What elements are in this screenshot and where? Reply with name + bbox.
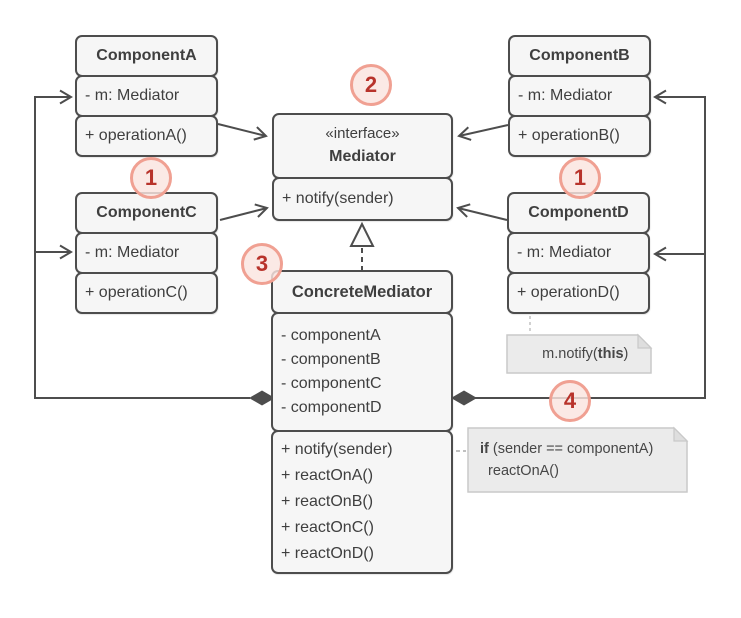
note-text-bold: if xyxy=(480,441,489,457)
method: + operationD() xyxy=(517,284,620,301)
interface-mediator-title: «interface» Mediator xyxy=(272,113,453,179)
method: + operationA() xyxy=(85,127,187,144)
class-componentb: ComponentB - m: Mediator + operationB() xyxy=(508,35,651,157)
attribute: - componentC xyxy=(281,375,382,392)
attribute: - m: Mediator xyxy=(85,87,180,104)
note-notify-shape xyxy=(506,334,652,374)
attribute: - m: Mediator xyxy=(518,87,613,104)
note-condition-fold-icon xyxy=(673,426,689,442)
class-componentb-title: ComponentB xyxy=(508,35,651,77)
method: + operationC() xyxy=(85,284,188,301)
class-name: ConcreteMediator xyxy=(291,282,433,301)
class-componentc-methods: + operationC() xyxy=(75,272,218,314)
badge-1-right-icon: 1 xyxy=(559,157,601,199)
badge-3-icon: 3 xyxy=(241,243,283,285)
badge-number: 2 xyxy=(364,72,378,97)
interface-mediator-methods: + notify(sender) xyxy=(272,177,453,221)
class-componentd-methods: + operationD() xyxy=(507,272,650,314)
badge-2-icon: 2 xyxy=(350,64,392,106)
class-componentd: ComponentD - m: Mediator + operationD() xyxy=(507,192,650,314)
note-text-part: ) xyxy=(623,346,629,362)
note-text-bold: this xyxy=(597,346,624,362)
note-text-part: (sender == componentA) xyxy=(488,441,654,457)
class-name: ComponentC xyxy=(96,204,197,221)
class-componenta-attributes: - m: Mediator xyxy=(75,75,218,117)
note-condition-shape xyxy=(467,427,688,493)
class-componenta: ComponentA - m: Mediator + operationA() xyxy=(75,35,218,157)
method: + reactOnB() xyxy=(281,493,374,510)
class-name: Mediator xyxy=(329,148,396,165)
class-componentc: ComponentC - m: Mediator + operationC() xyxy=(75,192,218,314)
attribute: - componentD xyxy=(281,399,382,416)
method: + notify(sender) xyxy=(282,190,394,207)
class-componentc-attributes: - m: Mediator xyxy=(75,232,218,274)
arrow-componentA-to-mediator xyxy=(217,123,268,141)
class-concretemediator-attributes: - componentA - componentB - componentC -… xyxy=(271,312,453,432)
arrow-componentD-to-mediator xyxy=(456,203,508,221)
class-componentb-attributes: - m: Mediator xyxy=(508,75,651,117)
interface-mediator: «interface» Mediator + notify(sender) xyxy=(272,113,453,221)
realization-triangle-icon xyxy=(349,221,375,247)
class-componentb-methods: + operationB() xyxy=(508,115,651,157)
badge-4-icon: 4 xyxy=(549,380,591,422)
badge-number: 1 xyxy=(144,165,158,190)
class-componenta-methods: + operationA() xyxy=(75,115,218,157)
class-concretemediator: ConcreteMediator - componentA - componen… xyxy=(271,270,453,574)
attribute: - m: Mediator xyxy=(85,244,180,261)
class-concretemediator-title: ConcreteMediator xyxy=(271,270,453,314)
attribute: - m: Mediator xyxy=(517,244,612,261)
badge-number: 3 xyxy=(255,251,269,276)
method: + reactOnC() xyxy=(281,519,374,536)
method: + reactOnD() xyxy=(281,545,374,562)
association-left-to-componentA xyxy=(34,89,250,399)
class-name: ComponentB xyxy=(529,47,630,64)
arrow-componentC-to-mediator xyxy=(219,203,269,221)
arrow-componentB-to-mediator xyxy=(457,124,509,141)
badge-1-left-icon: 1 xyxy=(130,157,172,199)
aggregation-diamond-right-icon xyxy=(451,390,477,406)
note-notify-fold-icon xyxy=(637,333,653,349)
method: + notify(sender) xyxy=(281,441,393,458)
class-componenta-title: ComponentA xyxy=(75,35,218,77)
method: + operationB() xyxy=(518,127,620,144)
class-name: ComponentA xyxy=(96,47,197,64)
note-notify-text: m.notify(this) xyxy=(507,335,651,373)
class-concretemediator-methods: + notify(sender) + reactOnA() + reactOnB… xyxy=(271,430,453,574)
note-text-part: m.notify( xyxy=(542,346,598,362)
attribute: - componentB xyxy=(281,351,381,368)
class-name: ComponentD xyxy=(528,204,629,221)
aggregation-diamond-left-icon xyxy=(249,390,275,406)
badge-number: 4 xyxy=(563,388,577,413)
attribute: - componentA xyxy=(281,327,381,344)
badge-number: 1 xyxy=(573,165,587,190)
note-condition-text: if (sender == componentA) reactOnA() xyxy=(468,428,687,492)
method: + reactOnA() xyxy=(281,467,374,484)
stereotype-label: «interface» xyxy=(325,125,400,142)
note-text-part: reactOnA() xyxy=(480,463,559,479)
class-componentd-attributes: - m: Mediator xyxy=(507,232,650,274)
